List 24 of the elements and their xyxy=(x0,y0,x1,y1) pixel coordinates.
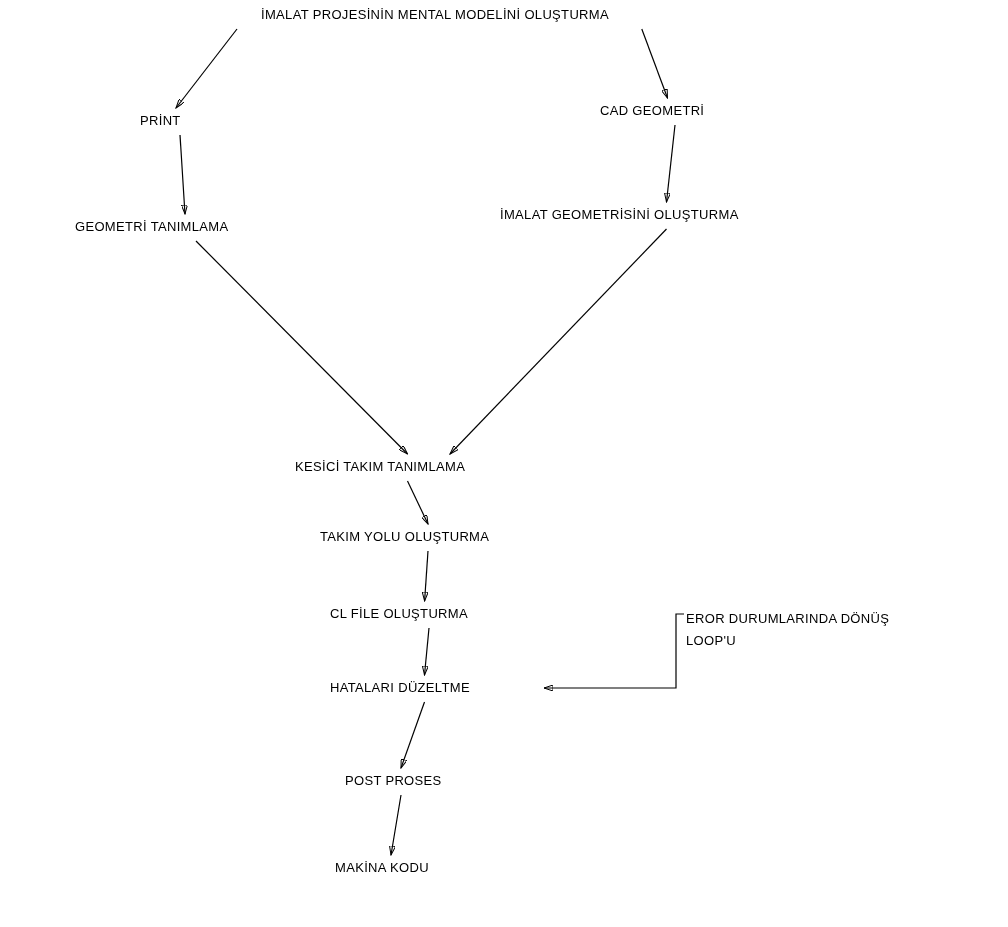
arrow xyxy=(543,613,685,692)
arrow xyxy=(641,28,669,99)
arrow xyxy=(421,550,429,602)
step-label: MAKİNA KODU xyxy=(335,857,429,879)
step-label: İMALAT PROJESİNİN MENTAL MODELİNİ OLUŞTURMA xyxy=(261,4,609,26)
step-label: CAD GEOMETRİ xyxy=(600,100,705,122)
arrow xyxy=(664,124,676,203)
arrow xyxy=(195,240,409,455)
arrow xyxy=(175,28,238,109)
step-label: EROR DURUMLARINDA DÖNÜŞ LOOP'U xyxy=(686,608,926,652)
arrow xyxy=(179,134,188,215)
step-label: CL FİLE OLUŞTURMA xyxy=(330,603,468,625)
step-label: KESİCİ TAKIM TANIMLAMA xyxy=(295,456,466,478)
arrow xyxy=(406,480,429,525)
step-label: PRİNT xyxy=(140,110,181,132)
step-label: POST PROSES xyxy=(345,770,442,792)
step-label: GEOMETRİ TANIMLAMA xyxy=(75,216,229,238)
arrow xyxy=(389,794,402,856)
step-label: TAKIM YOLU OLUŞTURMA xyxy=(320,526,490,548)
step-label: HATALARI DÜZELTME xyxy=(330,677,470,699)
step-label: İMALAT GEOMETRİSİNİ OLUŞTURMA xyxy=(500,204,739,226)
arrow xyxy=(400,701,426,769)
arrow xyxy=(421,627,430,676)
arrow xyxy=(449,228,668,455)
